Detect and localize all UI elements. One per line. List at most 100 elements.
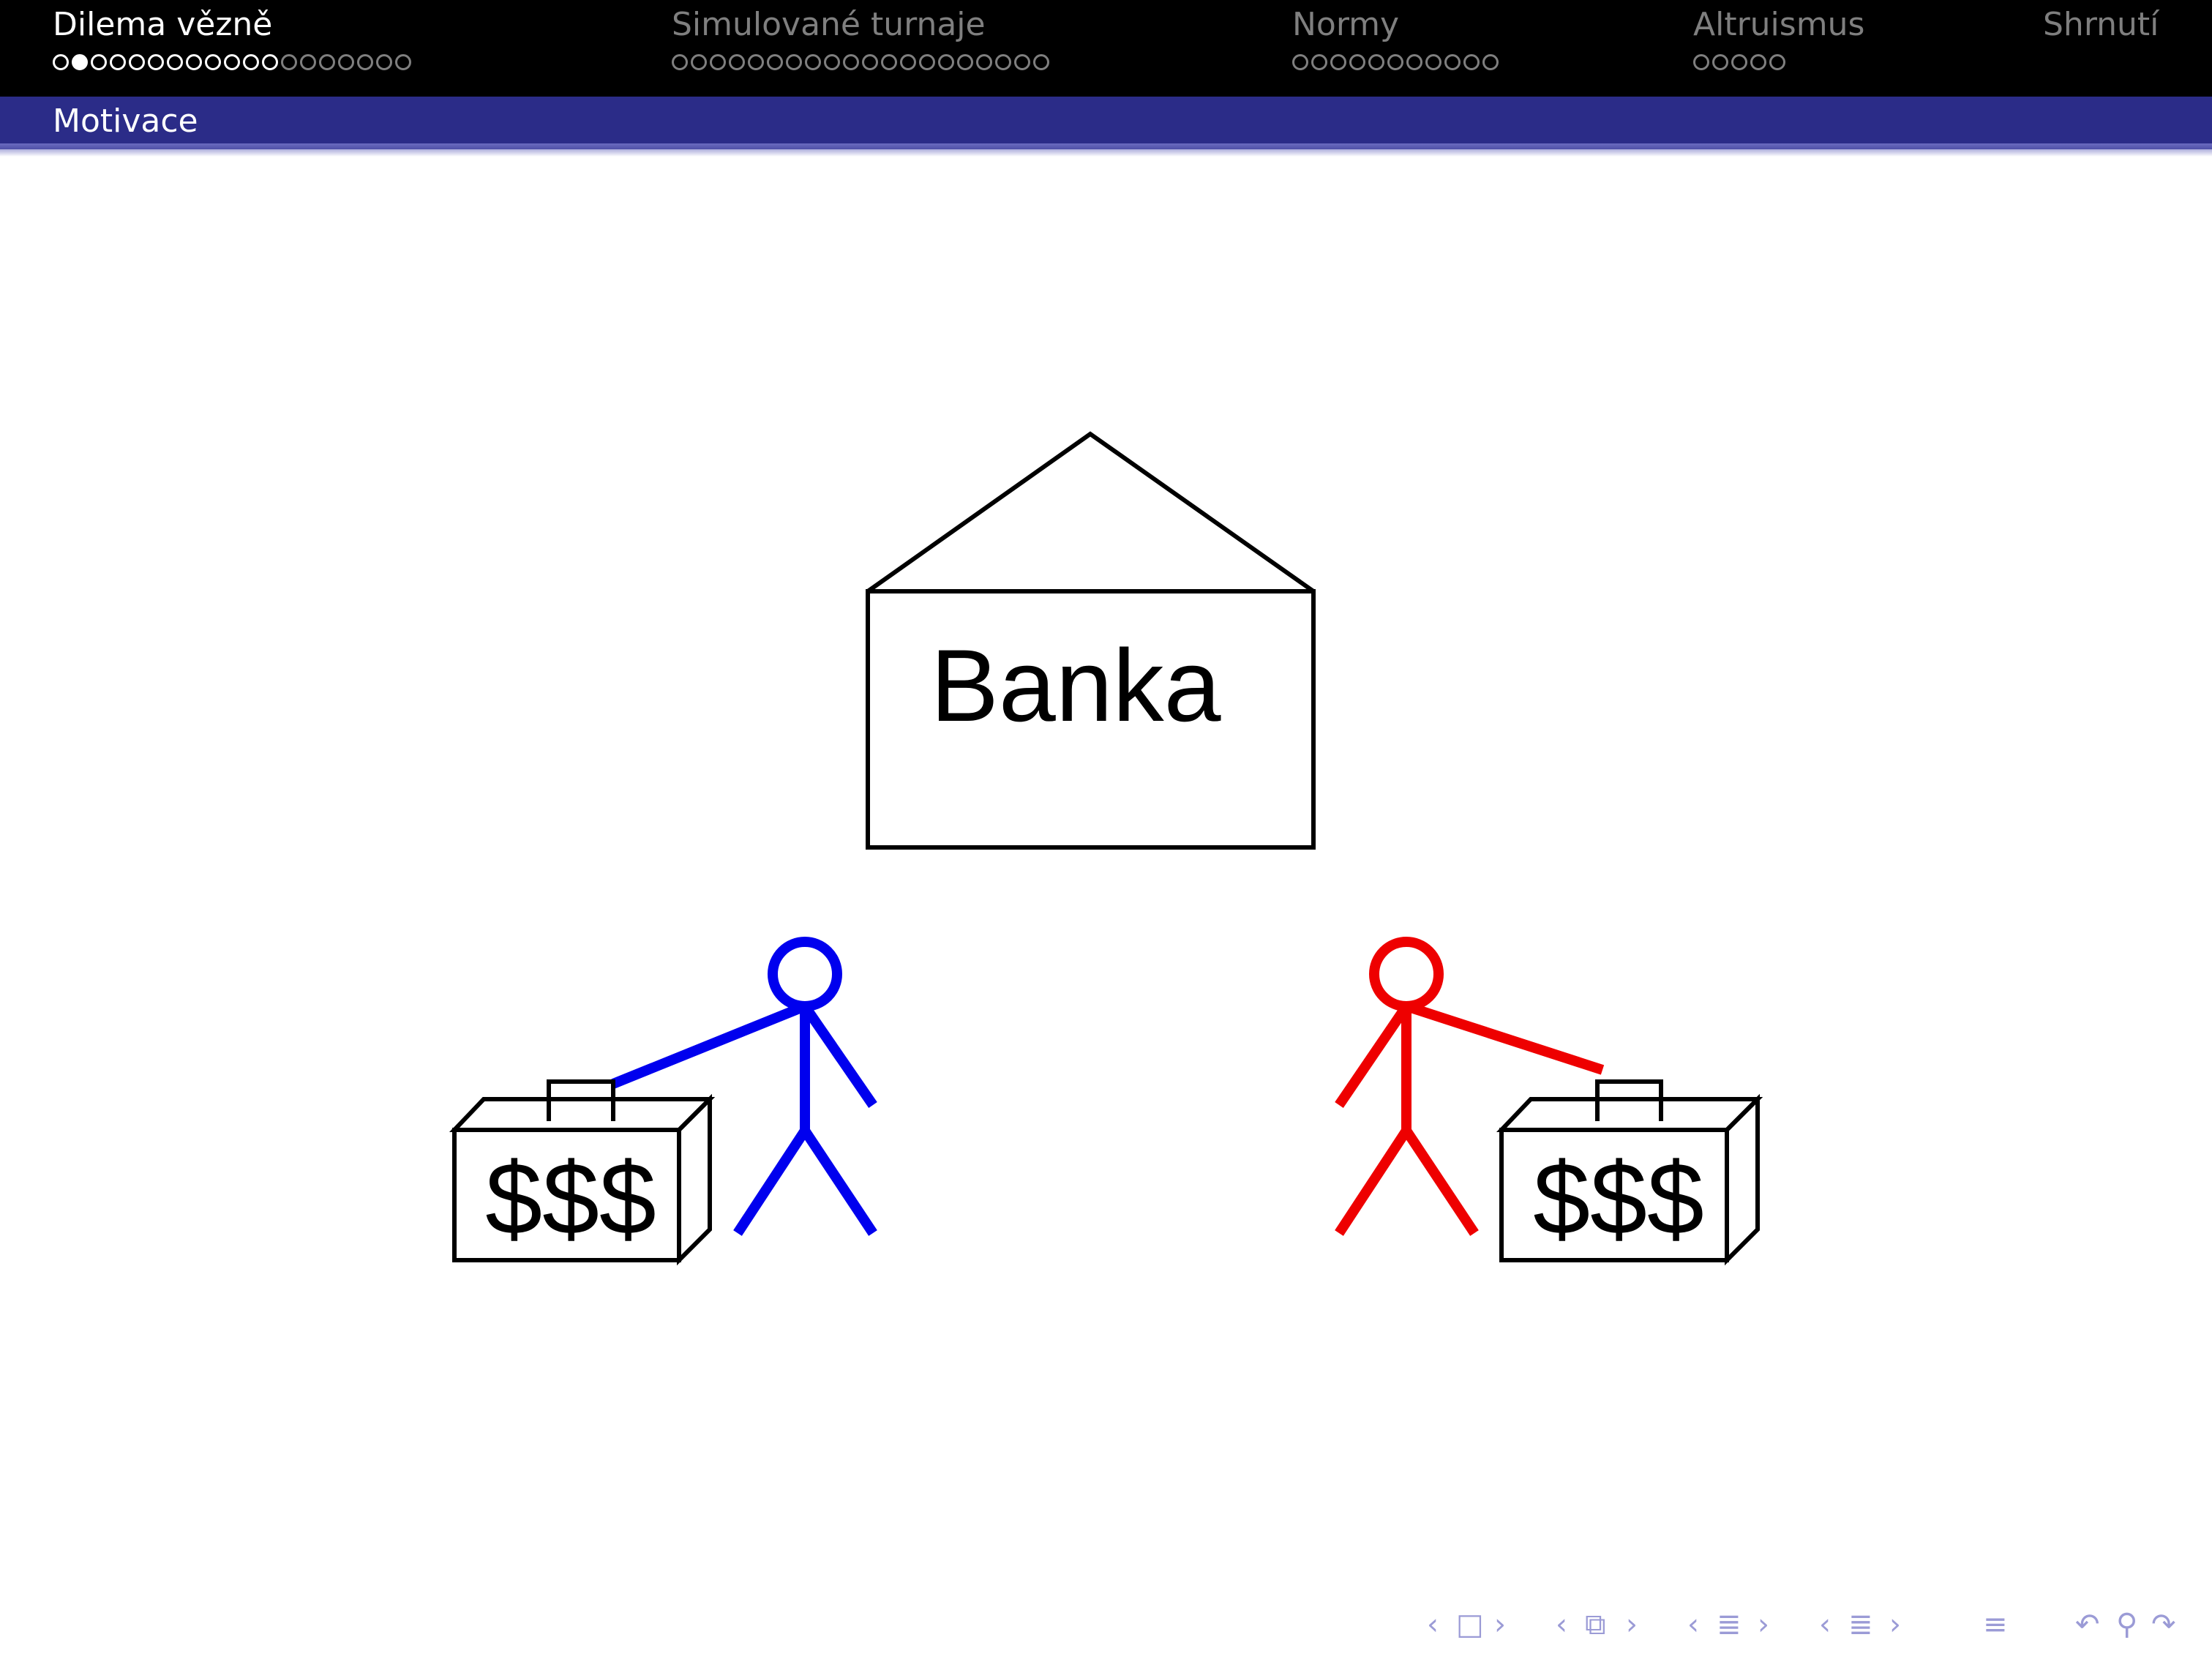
section-icon[interactable]: ≣ bbox=[1717, 1608, 1742, 1641]
slide-dot[interactable] bbox=[1769, 54, 1785, 70]
subsection-title: Motivace bbox=[53, 102, 198, 140]
slide-dot[interactable] bbox=[1368, 54, 1384, 70]
slide-dot[interactable] bbox=[1330, 54, 1346, 70]
section-normy[interactable]: Normy bbox=[1292, 0, 1570, 97]
slide-dot[interactable] bbox=[710, 54, 726, 70]
slide-dots bbox=[672, 54, 1052, 76]
document-icon[interactable]: ≣ bbox=[1848, 1608, 1873, 1641]
slide-dot[interactable] bbox=[995, 54, 1011, 70]
appendix-icon[interactable]: ≡ bbox=[1983, 1608, 2008, 1641]
slide-dot[interactable] bbox=[1425, 54, 1441, 70]
slide-dot[interactable] bbox=[243, 54, 259, 70]
slide-dot[interactable] bbox=[805, 54, 821, 70]
back-icon[interactable]: ↶ bbox=[2075, 1608, 2100, 1641]
arrow-right-icon[interactable]: › bbox=[1889, 1608, 1901, 1641]
blue-figure-leg-right bbox=[801, 1128, 877, 1236]
slide-dot[interactable] bbox=[672, 54, 688, 70]
slide-dot[interactable] bbox=[976, 54, 992, 70]
slide-dot[interactable] bbox=[395, 54, 411, 70]
slide-dot[interactable] bbox=[748, 54, 764, 70]
forward-icon[interactable]: ↷ bbox=[2151, 1608, 2176, 1641]
arrow-right-icon[interactable]: › bbox=[1758, 1608, 1769, 1641]
slide-dot[interactable] bbox=[129, 54, 145, 70]
section-title[interactable]: Shrnutí bbox=[2043, 6, 2159, 43]
slide-dot[interactable] bbox=[1712, 54, 1728, 70]
right-bag-front bbox=[1499, 1128, 1729, 1262]
slide-dot[interactable] bbox=[957, 54, 973, 70]
arrow-left-icon[interactable]: ‹ bbox=[1687, 1608, 1699, 1641]
left-bag-side bbox=[677, 1093, 712, 1266]
section-title[interactable]: Dilema vězně bbox=[53, 6, 273, 43]
slide-dot[interactable] bbox=[224, 54, 240, 70]
slide-dot[interactable] bbox=[1349, 54, 1365, 70]
arrow-right-icon[interactable]: › bbox=[1626, 1608, 1638, 1641]
slide-dot[interactable] bbox=[376, 54, 392, 70]
section-shrnuti[interactable]: Shrnutí bbox=[2043, 0, 2189, 97]
arrow-right-icon[interactable]: › bbox=[1494, 1608, 1506, 1641]
red-figure-leg-left bbox=[1335, 1128, 1411, 1236]
slide-dot[interactable] bbox=[357, 54, 373, 70]
slide-dot[interactable] bbox=[110, 54, 126, 70]
slide-dot[interactable] bbox=[167, 54, 183, 70]
slide-dot[interactable] bbox=[91, 54, 107, 70]
section-title[interactable]: Altruismus bbox=[1693, 6, 1865, 43]
section-dilema-vezne[interactable]: Dilema vězně bbox=[53, 0, 521, 97]
slide-dot[interactable] bbox=[300, 54, 316, 70]
slide-dot[interactable] bbox=[1693, 54, 1709, 70]
section-title[interactable]: Normy bbox=[1292, 6, 1400, 43]
slide-dot[interactable] bbox=[148, 54, 164, 70]
slide-dot[interactable] bbox=[919, 54, 935, 70]
blue-figure-arm-right bbox=[801, 1003, 877, 1108]
section-title[interactable]: Simulované turnaje bbox=[672, 6, 986, 43]
frame-icon[interactable]: □ bbox=[1456, 1608, 1484, 1641]
slide-dot[interactable] bbox=[786, 54, 802, 70]
subsection-icon[interactable]: ⧉ bbox=[1585, 1608, 1606, 1641]
slide-dots bbox=[1292, 54, 1501, 76]
bank-body bbox=[866, 589, 1316, 850]
slide-dot[interactable] bbox=[1033, 54, 1049, 70]
arrow-left-icon[interactable]: ‹ bbox=[1819, 1608, 1831, 1641]
slide-dot[interactable] bbox=[1444, 54, 1461, 70]
slide-dot[interactable] bbox=[262, 54, 278, 70]
section-altruismus[interactable]: Altruismus bbox=[1693, 0, 1883, 97]
slide-dot[interactable] bbox=[72, 54, 88, 70]
slide-dot[interactable] bbox=[767, 54, 783, 70]
slide-dot[interactable] bbox=[1292, 54, 1308, 70]
slide-dot[interactable] bbox=[900, 54, 916, 70]
slide-dots bbox=[1693, 54, 1788, 76]
red-figure-head bbox=[1369, 937, 1444, 1011]
arrow-left-icon[interactable]: ‹ bbox=[1556, 1608, 1567, 1641]
bank-label: Banka bbox=[931, 628, 1221, 743]
left-bag-top bbox=[449, 1097, 716, 1132]
left-money-bag bbox=[449, 1079, 716, 1266]
slide-dot[interactable] bbox=[338, 54, 354, 70]
slide-dot[interactable] bbox=[1750, 54, 1766, 70]
slide-dot[interactable] bbox=[186, 54, 202, 70]
slide-dot[interactable] bbox=[205, 54, 221, 70]
slide-dot[interactable] bbox=[53, 54, 69, 70]
slide-dot[interactable] bbox=[1014, 54, 1030, 70]
section-simulovane-turnaje[interactable]: Simulované turnaje bbox=[672, 0, 1169, 97]
slide-dot[interactable] bbox=[1406, 54, 1422, 70]
slide-dot[interactable] bbox=[729, 54, 745, 70]
slide-dot[interactable] bbox=[691, 54, 707, 70]
slide-dot[interactable] bbox=[281, 54, 297, 70]
slide-dot[interactable] bbox=[824, 54, 840, 70]
slide-dot[interactable] bbox=[843, 54, 859, 70]
slide-dot[interactable] bbox=[1387, 54, 1403, 70]
left-bag-label: $$$ bbox=[485, 1141, 656, 1256]
slide-dot[interactable] bbox=[1463, 54, 1480, 70]
slide-dot[interactable] bbox=[1311, 54, 1327, 70]
subsection-bar-shadow bbox=[0, 143, 2212, 157]
slide-dot[interactable] bbox=[862, 54, 878, 70]
slide-dot[interactable] bbox=[1731, 54, 1747, 70]
slide-dot[interactable] bbox=[881, 54, 897, 70]
search-icon[interactable]: ⚲ bbox=[2116, 1608, 2138, 1641]
section-navigation-bar: Dilema vězně Simulované turnaje Normy Al… bbox=[0, 0, 2212, 97]
arrow-left-icon[interactable]: ‹ bbox=[1427, 1608, 1439, 1641]
right-bag-top bbox=[1496, 1097, 1763, 1132]
slide-dot[interactable] bbox=[1482, 54, 1499, 70]
slide-dot[interactable] bbox=[938, 54, 954, 70]
slide-dot[interactable] bbox=[319, 54, 335, 70]
